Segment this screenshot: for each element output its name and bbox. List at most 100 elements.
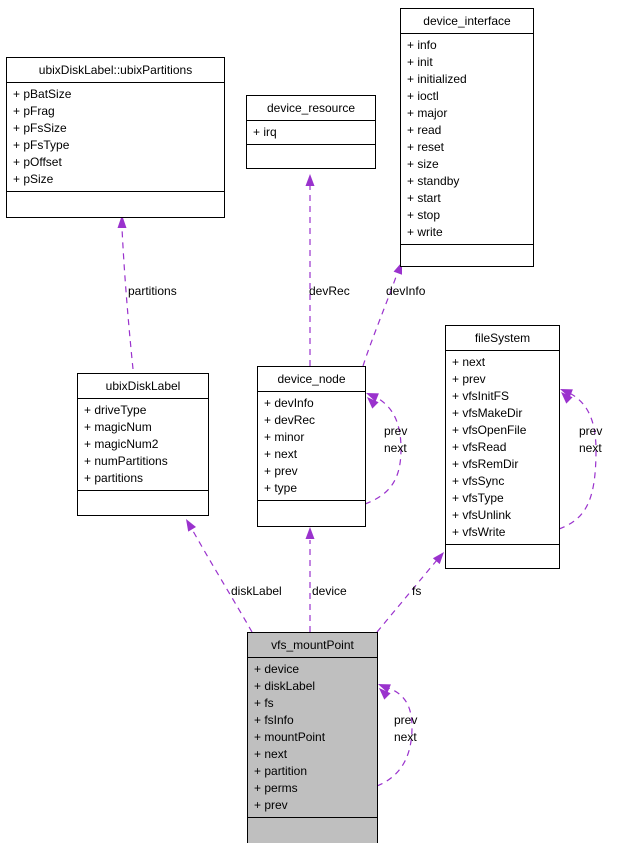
class-field: + read: [407, 123, 442, 137]
class-field: + pFrag: [13, 104, 55, 118]
class-title-device-interface[interactable]: device_interface: [401, 9, 533, 34]
class-field: + magicNum2: [84, 437, 159, 451]
class-field: + pFsSize: [13, 121, 67, 135]
edge-label-devrec: devRec: [309, 284, 350, 298]
class-field: + prev: [264, 464, 298, 478]
edge-label-fs: fs: [412, 584, 422, 598]
edge-device: [305, 527, 315, 632]
class-methods-empty: [247, 144, 375, 168]
arrowhead: [379, 688, 391, 700]
class-field: + vfsRead: [452, 440, 507, 454]
class-box-device-resource[interactable]: device_resource + irq: [246, 95, 376, 169]
edge-label-partitions: partitions: [128, 284, 177, 298]
class-field: + vfsUnlink: [452, 508, 512, 522]
class-methods-empty: [401, 244, 533, 266]
class-field: + fsInfo: [254, 713, 294, 727]
class-field: + vfsSync: [452, 474, 505, 488]
class-field: + standby: [407, 174, 460, 188]
class-field: + devRec: [264, 413, 316, 427]
arrowhead: [305, 174, 315, 186]
class-field: + irq: [253, 125, 277, 139]
class-fields-device-node: + devInfo + devRec + minor + next + prev + ty…: [258, 392, 365, 500]
class-box-ubixpartitions[interactable]: ubixDiskLabel::ubixPartitions + pBatSize…: [6, 57, 225, 218]
class-field: + devInfo: [264, 396, 314, 410]
edge-disklabel: [186, 519, 253, 633]
class-field: + info: [407, 38, 437, 52]
class-field: + size: [407, 157, 439, 171]
class-title-ubixdisklabel[interactable]: ubixDiskLabel: [78, 374, 208, 399]
class-field: + next: [254, 747, 288, 761]
edge-devinfo: [362, 262, 402, 367]
class-field: + pOffset: [13, 155, 62, 169]
class-field: + vfsRemDir: [452, 457, 519, 471]
class-fields-device-interface: + info+ init+ initialized+ ioctl+ major+…: [401, 34, 533, 244]
arrowhead: [561, 392, 573, 404]
edge-filesystem-loop: [558, 389, 597, 530]
class-field: + vfsOpenFile: [452, 423, 527, 437]
class-field: + pSize: [13, 172, 54, 186]
class-field: + diskLabel: [254, 679, 316, 693]
class-field: + vfsInitFS: [452, 389, 510, 403]
class-methods-empty: [7, 191, 224, 217]
class-field: + mountPoint: [254, 730, 326, 744]
class-field: + driveType: [84, 403, 147, 417]
class-methods-empty: [248, 817, 377, 843]
class-box-device-interface[interactable]: device_interface + info+ init+ initializ…: [400, 8, 534, 267]
edge-fs: [376, 552, 444, 633]
class-field: + vfsWrite: [452, 525, 506, 539]
class-fields-device-resource: + irq: [247, 121, 375, 144]
class-title-vfs-mountpoint[interactable]: vfs_mountPoint: [248, 633, 377, 658]
arrowhead: [186, 519, 196, 532]
class-title-ubixpartitions[interactable]: ubixDiskLabel::ubixPartitions: [7, 58, 224, 83]
class-field: + next: [264, 447, 298, 461]
class-field: + fs: [254, 696, 274, 710]
class-box-vfs-mountpoint[interactable]: vfs_mountPoint + device+ diskLabel+ fs+ …: [247, 632, 378, 843]
class-methods-empty: [78, 490, 208, 515]
class-field: + pBatSize: [13, 87, 72, 101]
class-field: + pFsType: [13, 138, 70, 152]
class-field: + partition: [254, 764, 308, 778]
edge-label-devinfo: devInfo: [386, 284, 426, 298]
class-box-filesystem[interactable]: fileSystem + next + prev + vfsInitFS + vfsM…: [445, 325, 560, 569]
class-field: + numPartitions: [84, 454, 168, 468]
class-box-ubixdisklabel[interactable]: ubixDiskLabel + driveType + magicNum + mag…: [77, 373, 209, 516]
class-field: + stop: [407, 208, 441, 222]
class-field: + reset: [407, 140, 445, 154]
class-fields-ubixpartitions: + pBatSize + pFrag + pFsSize + pFsType + pOf…: [7, 83, 224, 191]
class-fields-filesystem: + next + prev + vfsInitFS + vfsMakeDir + vfs…: [446, 351, 559, 544]
class-field: + start: [407, 191, 441, 205]
arrowhead: [367, 397, 379, 409]
class-field: + vfsType: [452, 491, 504, 505]
class-field: + magicNum: [84, 420, 152, 434]
class-title-device-resource[interactable]: device_resource: [247, 96, 375, 121]
edge-label-device: device: [312, 584, 347, 598]
class-field: + partitions: [84, 471, 144, 485]
class-box-device-node[interactable]: device_node + devInfo + devRec + minor + ne…: [257, 366, 366, 527]
edge-devrec: [305, 174, 315, 366]
class-title-device-node[interactable]: device_node: [258, 367, 365, 392]
class-field: + ioctl: [407, 89, 439, 103]
class-field: + initialized: [407, 72, 467, 86]
class-fields-vfs-mountpoint: + device + diskLabel + fs + fsInfo + mountPo…: [248, 658, 377, 817]
class-methods-empty: [446, 544, 559, 568]
arrowhead: [560, 389, 573, 398]
edge-label-device-node-loop: prev next: [384, 424, 408, 455]
edge-label-vfs-loop: prev next: [394, 713, 418, 744]
class-field: + vfsMakeDir: [452, 406, 523, 420]
arrowhead: [378, 684, 391, 693]
class-field: + write: [407, 225, 443, 239]
edge-label-filesystem-loop: prev next: [579, 424, 603, 455]
arrowhead: [305, 527, 315, 539]
edge-label-disklabel: diskLabel: [231, 584, 282, 598]
arrowhead: [366, 393, 379, 402]
class-field: + device: [254, 662, 300, 676]
class-fields-ubixdisklabel: + driveType + magicNum + magicNum2 + numPar…: [78, 399, 208, 490]
class-field: + prev: [254, 798, 288, 812]
arrowhead: [432, 552, 444, 565]
class-field: + type: [264, 481, 298, 495]
class-title-filesystem[interactable]: fileSystem: [446, 326, 559, 351]
class-field: + prev: [452, 372, 486, 386]
class-field: + next: [452, 355, 486, 369]
class-field: + minor: [264, 430, 305, 444]
